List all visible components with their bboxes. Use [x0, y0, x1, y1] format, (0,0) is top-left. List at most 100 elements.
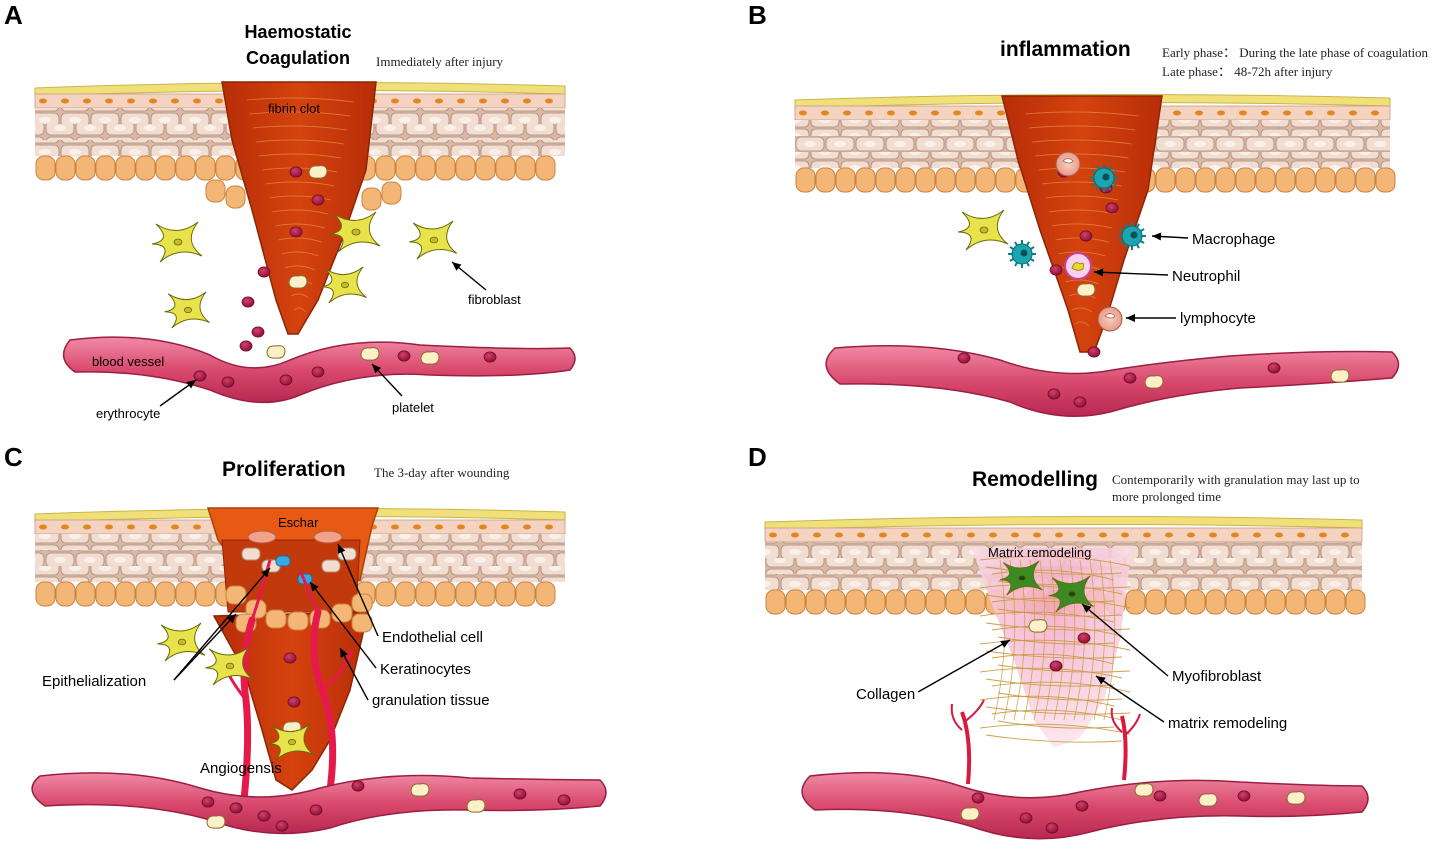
basal-cell [435, 581, 456, 607]
basal-cell [805, 589, 826, 615]
basal-cell [375, 155, 396, 181]
basal-cell [155, 581, 176, 607]
erythrocyte-cell [201, 796, 215, 808]
basal-cell [535, 581, 556, 607]
blood-vessel [31, 772, 607, 835]
arrow-line [309, 581, 377, 669]
collagen-fiber [991, 653, 1115, 665]
cell-nucleus [127, 98, 135, 104]
panel-letter-a: A [4, 0, 23, 30]
collagen-fiber [997, 720, 1115, 729]
cell-nucleus [39, 524, 47, 530]
basal-cell [495, 155, 516, 181]
cell-nucleus [1195, 110, 1203, 116]
basal-cell [55, 155, 76, 181]
fibrin-strand [1071, 307, 1093, 313]
basal-cell [865, 589, 886, 615]
basal-cell [885, 589, 906, 615]
cell-nucleus [479, 524, 487, 530]
fibrin-strand [1038, 167, 1126, 173]
collagen-fiber [979, 695, 1115, 707]
collagen-fiber [985, 706, 1131, 715]
arrow-platelet [371, 363, 403, 397]
arrow-line [917, 639, 1011, 693]
basal-cell [475, 581, 496, 607]
erythrocyte-cell [289, 166, 303, 178]
basal-cell [55, 581, 76, 607]
lymphocyte-nucleus [1104, 313, 1116, 319]
fibrin-strand [1032, 139, 1132, 145]
cell-nucleus [545, 524, 553, 530]
collagen-fiber [1053, 559, 1066, 721]
arrow-endothelial-cell [337, 543, 379, 637]
cell-nucleus [879, 532, 887, 538]
keratinocyte-cell [241, 547, 261, 561]
collagen-fiber [991, 709, 1123, 721]
erythrocyte-cell [957, 352, 971, 364]
arrow-matrix-remodeling [1095, 675, 1165, 723]
label-endothelial-cell: Endothelial cell [382, 629, 483, 646]
cell-nucleus [1275, 532, 1283, 538]
basal-cell [1165, 589, 1186, 615]
platelet-cell [1134, 783, 1154, 797]
capillary [960, 711, 972, 785]
fibrin-strand [278, 237, 322, 243]
fibrin-strand [294, 307, 306, 313]
basal-cell [135, 581, 156, 607]
fibroblast-nucleus [225, 662, 235, 670]
basal-cell [75, 155, 96, 181]
arrow-erythrocyte [159, 379, 197, 407]
cell-nucleus [435, 98, 443, 104]
cell-nucleus [413, 524, 421, 530]
keratinocyte-blue [275, 555, 291, 567]
erythrocyte-cell [1079, 230, 1093, 242]
platelet-cell [1028, 619, 1048, 633]
collagen-fiber [1033, 559, 1046, 721]
basal-cell [1315, 167, 1336, 193]
platelet-cell [1286, 791, 1306, 805]
basal-cell [381, 181, 402, 205]
basal-cell [495, 581, 516, 607]
cell-nucleus [1283, 110, 1291, 116]
cell-nucleus [931, 110, 939, 116]
basal-cell [1285, 589, 1306, 615]
basal-cell [225, 185, 246, 209]
macrophage-cell [1118, 222, 1146, 250]
label-macrophage: Macrophage [1192, 231, 1275, 248]
collagen-fiber [1103, 559, 1116, 721]
erythrocyte-cell [311, 194, 325, 206]
label-platelet: platelet [392, 400, 434, 415]
fibroblast-nucleus [979, 226, 989, 234]
basal-cell [395, 155, 416, 181]
basal-cell [1255, 167, 1276, 193]
platelet-cell [266, 345, 286, 359]
fibroblast-cell [999, 560, 1043, 596]
erythrocyte-cell [971, 792, 985, 804]
lymphocyte-cell [1055, 151, 1081, 177]
cell-nucleus [1121, 532, 1129, 538]
macrophage-nucleus [1130, 231, 1138, 239]
label-matrix-remodeling: matrix remodeling [1168, 715, 1287, 732]
basal-cell [795, 167, 816, 193]
cell-nucleus [769, 532, 777, 538]
remodeling-zone [972, 548, 1132, 748]
fibrin-strand [256, 139, 344, 145]
cell-nucleus [501, 524, 509, 530]
arrow-lymphocyte [1126, 314, 1176, 322]
fibrin-strand [1052, 223, 1113, 229]
arrow-line [173, 567, 271, 681]
platelet-cell [466, 799, 486, 813]
note-prolonged: more prolonged time [1112, 489, 1221, 504]
cell-nucleus [171, 98, 179, 104]
cell-nucleus [975, 110, 983, 116]
cell-nucleus [799, 110, 807, 116]
basal-cell [975, 167, 996, 193]
erythrocyte-cell [557, 794, 571, 806]
basal-cell [115, 155, 136, 181]
fibrin-strand [284, 265, 316, 271]
erythrocyte-cell [279, 374, 293, 386]
cell-nucleus [791, 532, 799, 538]
endothelial-cell [247, 530, 277, 544]
arrow-head [186, 380, 196, 389]
